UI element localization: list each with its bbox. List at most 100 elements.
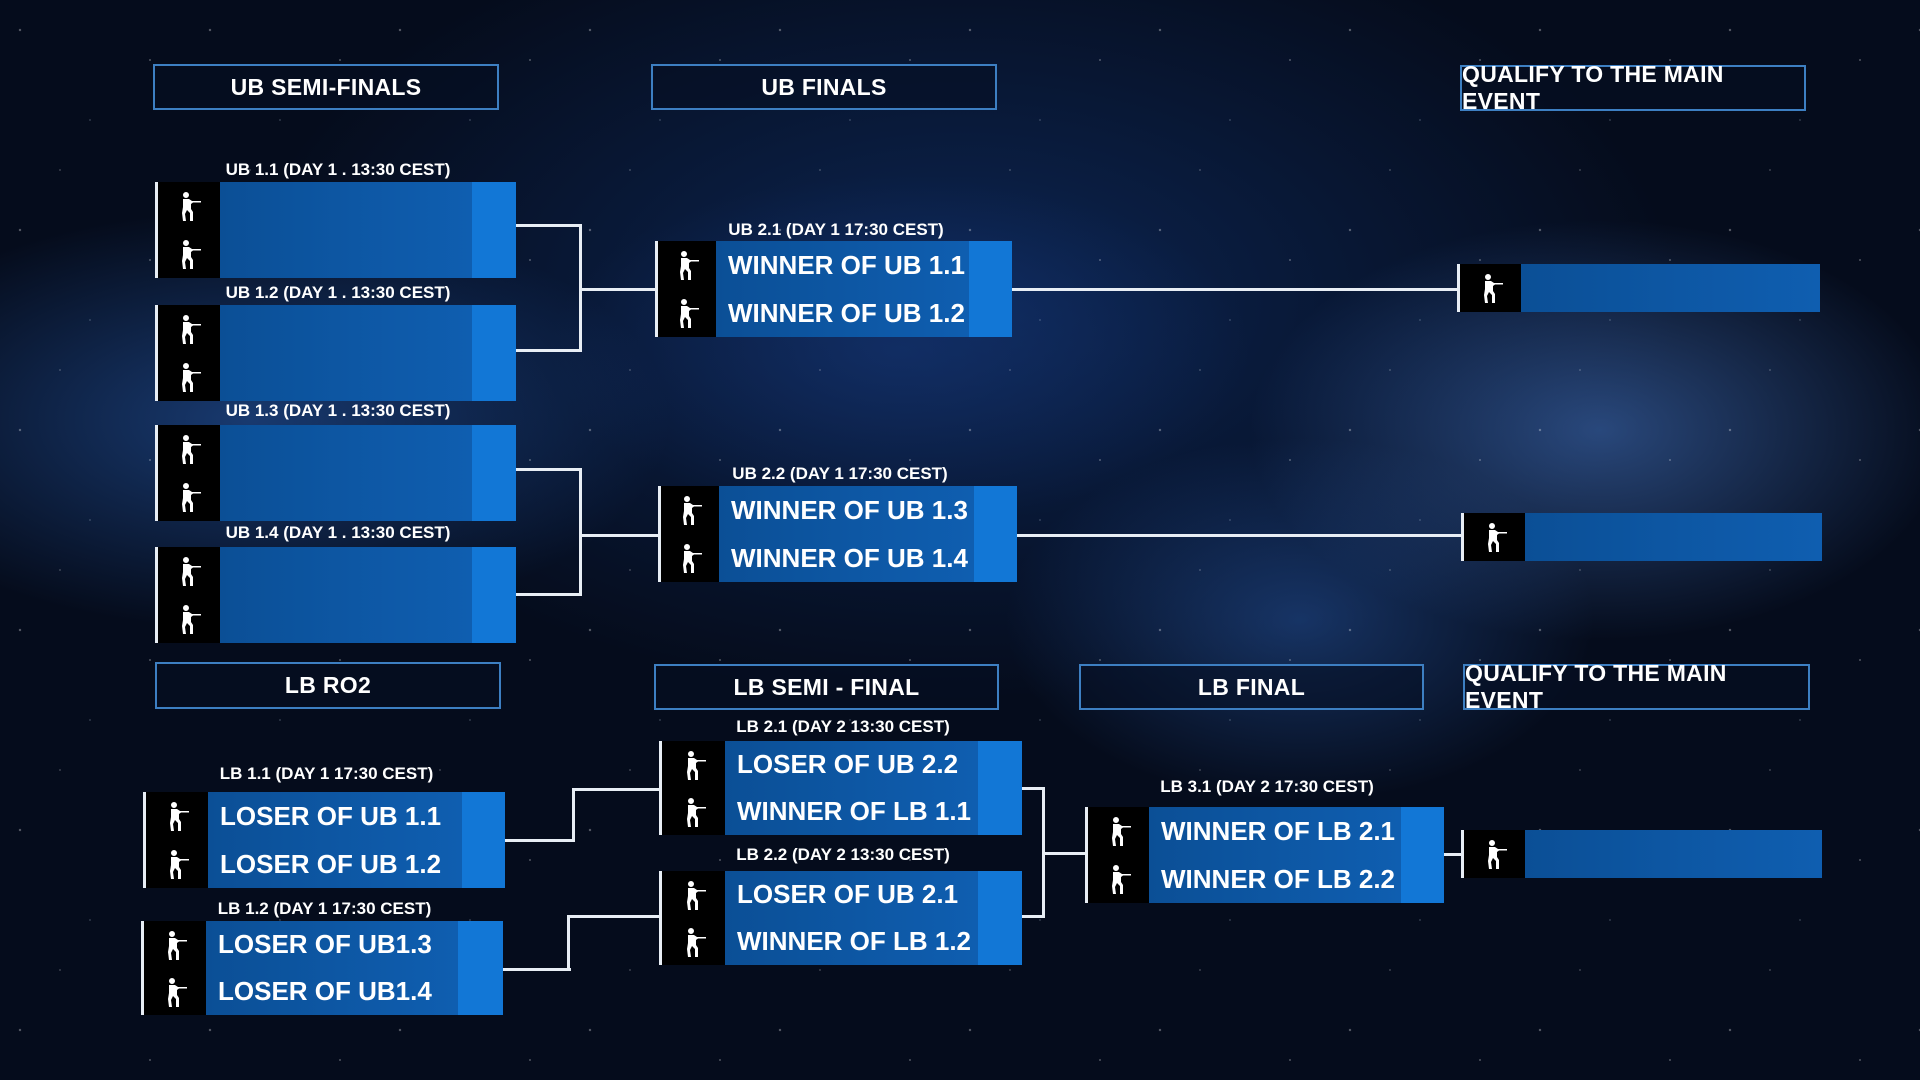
- header-qualify-bottom: QUALIFY TO THE MAIN EVENT: [1463, 660, 1810, 713]
- team-slot[interactable]: LOSER OF UB 2.2: [659, 741, 1022, 788]
- score-box: [472, 473, 516, 521]
- soldier-icon: [158, 230, 220, 278]
- team-name: LOSER OF UB 1.2: [208, 840, 462, 888]
- team-name: [220, 353, 472, 401]
- qualifier-slot[interactable]: [1457, 264, 1820, 312]
- score-box: [472, 353, 516, 401]
- bracket-connector-line: [572, 788, 575, 842]
- score-box: [462, 792, 505, 840]
- team-slot[interactable]: LOSER OF UB 1.2: [143, 840, 505, 888]
- team-slot[interactable]: WINNER OF LB 2.2: [1085, 855, 1444, 903]
- team-slot[interactable]: WINNER OF UB 1.4: [658, 534, 1017, 582]
- score-box: [472, 305, 516, 353]
- score-box: [462, 840, 505, 888]
- header-lb-final: LB FINAL: [1079, 664, 1424, 710]
- match-label: UB 1.4 (DAY 1 . 13:30 CEST): [225, 523, 451, 542]
- bracket-connector-line: [579, 288, 1459, 291]
- team-slot[interactable]: LOSER OF UB1.4: [141, 968, 503, 1015]
- team-name: [220, 305, 472, 353]
- qualifier-team: [1525, 830, 1822, 878]
- header-qualify-top: QUALIFY TO THE MAIN EVENT: [1460, 61, 1806, 114]
- score-box: [969, 289, 1012, 337]
- match-label: UB 2.2 (DAY 1 17:30 CEST): [732, 464, 948, 483]
- header-lb-semifinal: LB SEMI - FINAL: [654, 664, 999, 710]
- team-slot[interactable]: [155, 230, 516, 278]
- soldier-icon: [658, 241, 716, 289]
- soldier-icon: [658, 289, 716, 337]
- soldier-icon: [1464, 513, 1525, 561]
- soldier-icon: [1088, 855, 1149, 903]
- match-label: UB 1.1 (DAY 1 . 13:30 CEST): [225, 160, 451, 179]
- score-box: [969, 241, 1012, 289]
- team-slot[interactable]: [155, 353, 516, 401]
- score-box: [472, 182, 516, 230]
- team-slot[interactable]: WINNER OF UB 1.1: [655, 241, 1012, 289]
- bracket-connector-line: [579, 534, 1463, 537]
- score-box: [472, 230, 516, 278]
- match-label: LB 2.1 (DAY 2 13:30 CEST): [736, 717, 950, 736]
- team-slot[interactable]: [155, 473, 516, 521]
- team-name: WINNER OF LB 1.2: [725, 918, 978, 965]
- qualifier-slot[interactable]: [1461, 830, 1822, 878]
- qualifier-slot[interactable]: [1461, 513, 1822, 561]
- soldier-icon: [158, 182, 220, 230]
- team-name: [220, 230, 472, 278]
- match-label: LB 3.1 (DAY 2 17:30 CEST): [1160, 777, 1374, 796]
- score-box: [472, 547, 516, 595]
- team-slot[interactable]: [155, 595, 516, 643]
- team-slot[interactable]: WINNER OF UB 1.3: [658, 486, 1017, 534]
- soldier-icon: [1460, 264, 1521, 312]
- score-box: [458, 921, 503, 968]
- team-name: [220, 473, 472, 521]
- team-slot[interactable]: WINNER OF LB 2.1: [1085, 807, 1444, 855]
- soldier-icon: [662, 741, 725, 788]
- qualifier-team: [1521, 264, 1820, 312]
- team-slot[interactable]: [155, 425, 516, 473]
- match-label: LB 1.1 (DAY 1 17:30 CEST): [219, 764, 434, 783]
- team-name: LOSER OF UB1.4: [206, 968, 458, 1015]
- score-box: [978, 788, 1022, 835]
- header-lb-ro2: LB RO2: [155, 662, 501, 709]
- soldier-icon: [146, 792, 208, 840]
- score-box: [472, 425, 516, 473]
- team-name: WINNER OF LB 2.1: [1149, 807, 1401, 855]
- soldier-icon: [158, 547, 220, 595]
- soldier-icon: [158, 473, 220, 521]
- match-label: LB 1.2 (DAY 1 17:30 CEST): [217, 899, 432, 918]
- team-name: LOSER OF UB1.3: [206, 921, 458, 968]
- soldier-icon: [144, 968, 206, 1015]
- team-slot[interactable]: LOSER OF UB 2.1: [659, 871, 1022, 918]
- team-slot[interactable]: [155, 547, 516, 595]
- soldier-icon: [158, 353, 220, 401]
- team-slot[interactable]: [155, 305, 516, 353]
- bracket-connector-line: [572, 788, 662, 791]
- score-box: [1401, 807, 1444, 855]
- team-name: LOSER OF UB 1.1: [208, 792, 462, 840]
- team-slot[interactable]: WINNER OF UB 1.2: [655, 289, 1012, 337]
- match-label: UB 2.1 (DAY 1 17:30 CEST): [728, 220, 944, 239]
- team-slot[interactable]: WINNER OF LB 1.1: [659, 788, 1022, 835]
- team-slot[interactable]: WINNER OF LB 1.2: [659, 918, 1022, 965]
- soldier-icon: [662, 918, 725, 965]
- score-box: [458, 968, 503, 1015]
- team-name: [220, 425, 472, 473]
- team-slot[interactable]: [155, 182, 516, 230]
- soldier-icon: [1088, 807, 1149, 855]
- team-name: LOSER OF UB 2.1: [725, 871, 978, 918]
- team-name: WINNER OF UB 1.4: [719, 534, 974, 582]
- bracket-connector-line: [567, 915, 570, 971]
- team-slot[interactable]: LOSER OF UB 1.1: [143, 792, 505, 840]
- team-name: WINNER OF UB 1.1: [716, 241, 969, 289]
- score-box: [974, 534, 1017, 582]
- soldier-icon: [662, 788, 725, 835]
- soldier-icon: [1464, 830, 1525, 878]
- team-name: [220, 182, 472, 230]
- soldier-icon: [144, 921, 206, 968]
- soldier-icon: [661, 534, 719, 582]
- soldier-icon: [158, 425, 220, 473]
- team-name: WINNER OF LB 1.1: [725, 788, 978, 835]
- team-slot[interactable]: LOSER OF UB1.3: [141, 921, 503, 968]
- qualifier-team: [1525, 513, 1822, 561]
- score-box: [472, 595, 516, 643]
- team-name: WINNER OF UB 1.2: [716, 289, 969, 337]
